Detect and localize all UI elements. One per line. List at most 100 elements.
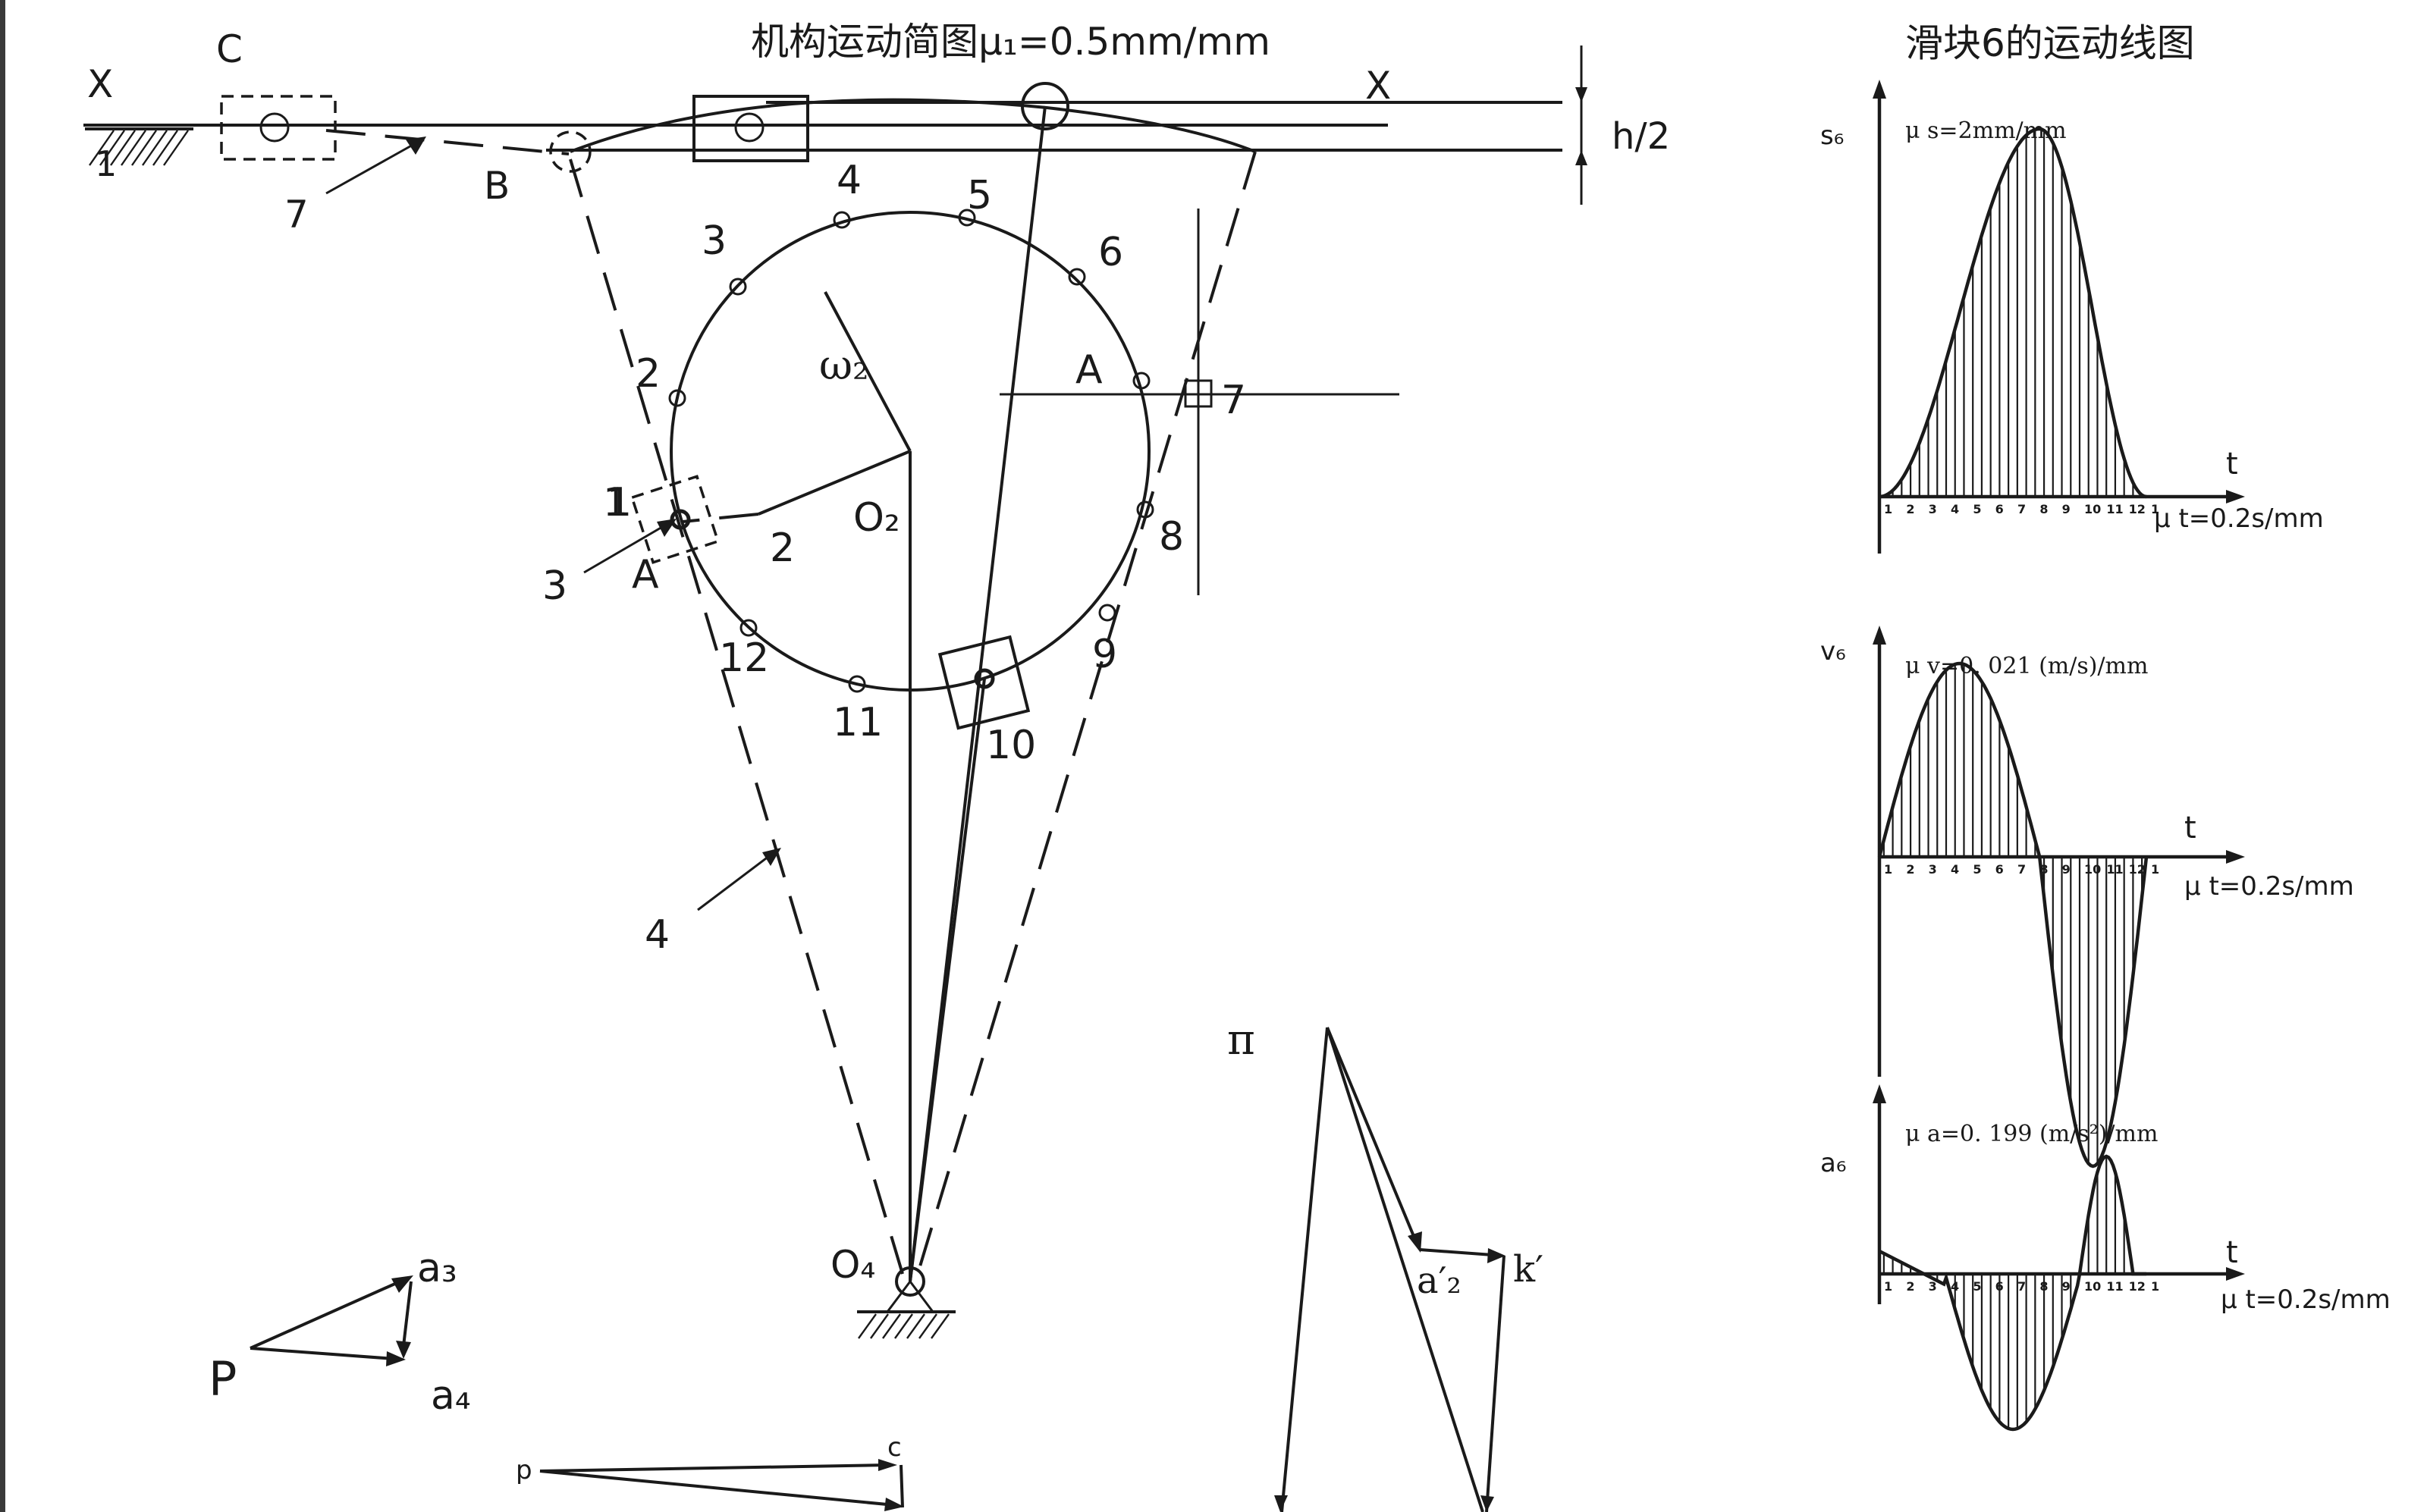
chart-s-tick-label: 2 <box>1906 502 1914 516</box>
velocity-polygon: P a₃ a₄ p c <box>209 1246 904 1511</box>
chart-s-ylabel: s₆ <box>1820 121 1844 151</box>
leader-3 <box>583 520 672 574</box>
acceleration-polygon: π a′₂ k′ <box>1227 1015 1543 1512</box>
chart-s-time-scale: μ t=0.2s/mm <box>2154 503 2324 534</box>
label-4: 4 <box>645 912 670 958</box>
chart-s-tick-label: 9 <box>2062 502 2071 516</box>
omega-line <box>824 291 912 452</box>
chart-v-tick-label: 7 <box>2017 862 2026 877</box>
accel-vec-a2 <box>1326 1027 1418 1244</box>
chart-s-tick-label: 3 <box>1929 502 1937 516</box>
point-b-label: B <box>484 164 510 208</box>
chart-v-x-arrow <box>2226 850 2245 864</box>
ground-hatch-left <box>85 127 193 166</box>
h-dim-arrow-bottom <box>1575 150 1587 165</box>
chart-s-tick-label: 7 <box>2017 502 2026 516</box>
chart-s-xlabel: t <box>2226 447 2238 482</box>
pos-4: 4 <box>837 158 862 203</box>
leader-4 <box>697 850 776 911</box>
pos-9: 9 <box>1092 632 1117 677</box>
chart-a-tick-label: 4 <box>1951 1279 1959 1294</box>
slider-6 <box>692 95 809 162</box>
accel-vec-a2-k <box>1419 1248 1493 1256</box>
vec-p-a3 <box>250 1278 404 1350</box>
rocker-extreme-left <box>569 158 904 1275</box>
chart-v-tick-label: 1 <box>1884 862 1892 877</box>
point-a-left: A <box>632 552 659 598</box>
chart-a-tick-label: 8 <box>2039 1279 2048 1294</box>
chart-s-tick-label: 6 <box>1995 502 2004 516</box>
vec-small-c <box>900 1464 904 1508</box>
chart-s-tick-label: 1 <box>2151 502 2159 516</box>
label-3: 3 <box>542 563 567 609</box>
chart-a-time-scale: μ t=0.2s/mm <box>2221 1285 2391 1315</box>
velocity-a3-label: a₃ <box>417 1246 457 1291</box>
point-c-label: C <box>216 27 243 71</box>
rocker-line-top <box>909 105 1047 1282</box>
rocker-line-10 <box>909 678 986 1282</box>
pivot-o4-hatch <box>858 1313 950 1339</box>
arrow-3 <box>657 519 677 537</box>
arrow-7 <box>406 136 426 155</box>
chart-s-curve <box>1879 127 2147 499</box>
chart-a-x-arrow <box>2226 1267 2245 1281</box>
crank-2-dashed <box>682 513 759 523</box>
chart-v-tick-label: 6 <box>1995 862 2004 877</box>
motion-charts-title: 滑块6的运动线图 <box>1905 21 2195 65</box>
ground-label-1: 1 <box>95 143 117 184</box>
label-2: 2 <box>770 525 795 571</box>
omega2-label: ω₂ <box>819 341 869 389</box>
pos-7: 7 <box>1221 378 1246 423</box>
chart-v-ylabel: v₆ <box>1820 636 1846 667</box>
chart-s-tick-label: 1 <box>1884 502 1892 516</box>
chart-a-tick-label: 10 <box>2084 1279 2101 1294</box>
vec-small-p-2 <box>539 1470 896 1507</box>
h-half-label: h/2 <box>1612 115 1670 158</box>
slider-c-dashed <box>220 95 337 161</box>
label-7: 7 <box>284 193 309 237</box>
a2-prime-label: a′₂ <box>1417 1259 1462 1302</box>
chart-a-curve <box>1878 1154 2146 1432</box>
accel-vec-k-down <box>1485 1255 1505 1512</box>
pos-8: 8 <box>1159 514 1184 560</box>
mechanism-title: 机构运动简图μ₁=0.5mm/mm <box>751 20 1270 64</box>
chart-v-curve <box>1877 661 2149 1169</box>
chart-v-tick-label: 2 <box>1906 862 1914 877</box>
chart-a-tick-label: 9 <box>2062 1279 2071 1294</box>
rocker-extreme-right <box>916 151 1257 1275</box>
chart-v-tick-label: 8 <box>2039 862 2048 877</box>
chart-v-tick-label: 11 <box>2106 862 2123 877</box>
vec-p-a4 <box>250 1347 395 1360</box>
chart-s-tick-label: 5 <box>1973 502 1981 516</box>
pos-11: 11 <box>833 700 883 745</box>
chart-v-y-arrow <box>1873 626 1886 645</box>
chart-s-x-arrow <box>2226 490 2245 503</box>
h-dim-arrow-top <box>1575 87 1587 102</box>
chart-v-tick-label: 10 <box>2084 862 2101 877</box>
chart-a-tick-label: 3 <box>1929 1279 1937 1294</box>
pos-6: 6 <box>1098 230 1123 275</box>
chart-a-tick-label: 12 <box>2129 1279 2146 1294</box>
chart-v-time-scale: μ t=0.2s/mm <box>2184 871 2354 902</box>
pos-10: 10 <box>986 723 1036 768</box>
pos-3: 3 <box>702 218 727 264</box>
chart-a-tick-label: 1 <box>1884 1279 1892 1294</box>
velocity-p-label: P <box>209 1351 237 1407</box>
pin-top <box>1021 82 1069 130</box>
x-label-right: X <box>1365 64 1391 108</box>
accel-vec-right <box>1326 1027 1484 1512</box>
chart-a-tick-label: 5 <box>1973 1279 1981 1294</box>
o4-label: O₄ <box>830 1243 875 1287</box>
chart-v-tick-label: 3 <box>1929 862 1937 877</box>
pi-label: π <box>1227 1015 1255 1065</box>
chart-a-tick-label: 2 <box>1906 1279 1914 1294</box>
chart-a-tick-label: 7 <box>2017 1279 2026 1294</box>
chart-v-tick-label: 4 <box>1951 862 1959 877</box>
pivot-o4 <box>895 1266 925 1297</box>
vec-small-p-c <box>539 1463 888 1473</box>
chart-s-y-arrow <box>1873 80 1886 99</box>
chart-s-tick-label: 11 <box>2106 502 2123 516</box>
